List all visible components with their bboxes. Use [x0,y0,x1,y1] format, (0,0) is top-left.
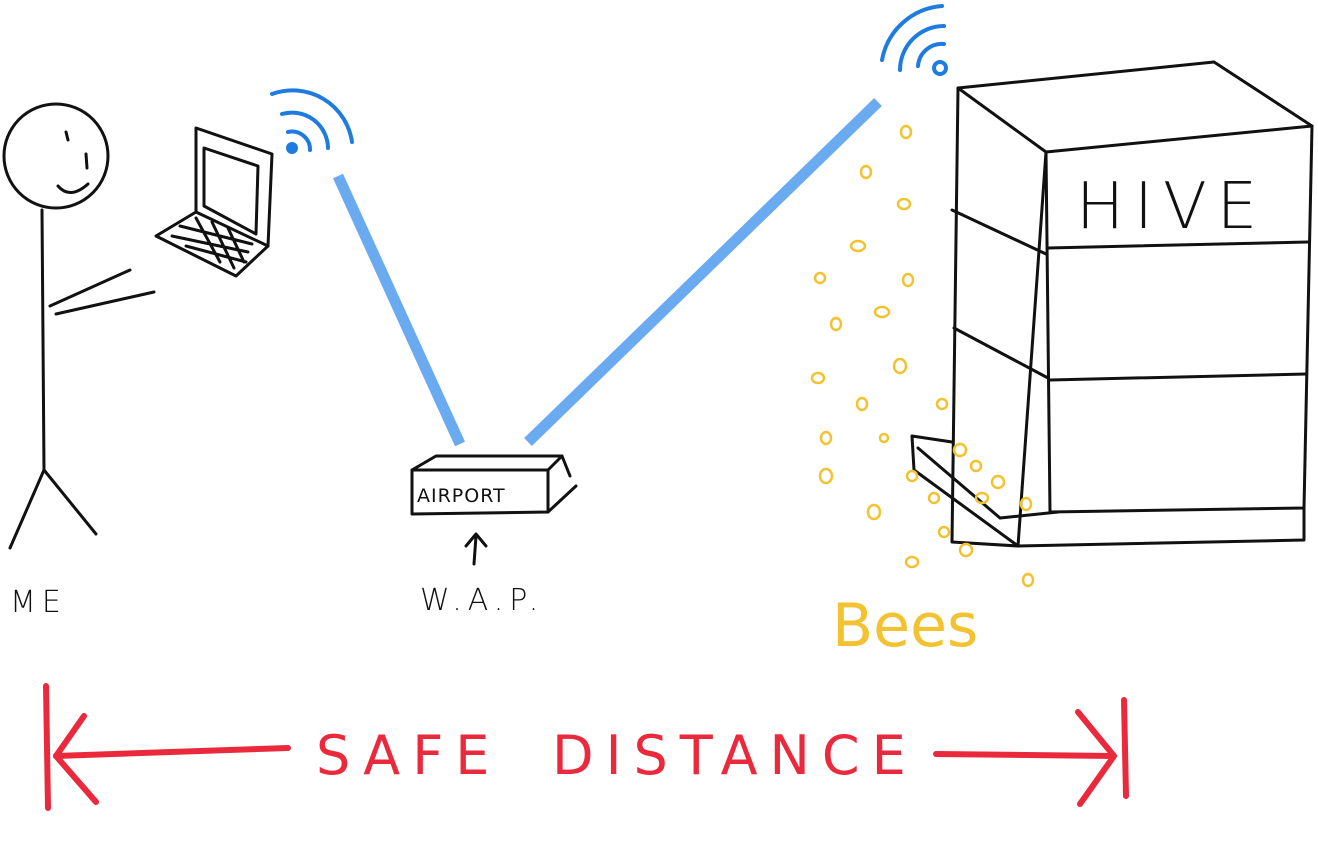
laptop [154,126,274,278]
figure-eyes [64,130,89,170]
laptop-keyboard [170,216,254,270]
figure-smile [56,182,90,194]
up-arrow-icon [464,532,488,566]
hive-box-lines [1046,240,1310,382]
distance-left-arrowhead [53,713,99,805]
airport-base-station: AIRPORT [410,454,578,516]
me-label: ME [10,585,67,620]
signal-beam-laptop [332,173,466,447]
hive-top [956,60,1314,154]
safe-distance-arrow [43,683,1129,811]
stick-figure [2,102,156,550]
distance-right-arrowhead [1075,709,1117,807]
figure-head [2,102,110,210]
hive-front [1044,124,1314,514]
distance-label: DISTANCE [552,724,918,787]
wap-label: W.A.P. [420,583,544,618]
hive-side [950,86,1048,548]
laptop-screen [202,146,260,236]
distance-left-bar [43,683,51,811]
laptop-lid [194,126,274,248]
hive-base [1016,506,1306,548]
hive-label: HIVE [1076,170,1267,244]
distance-left-line [53,745,291,759]
wifi-icon [270,88,354,154]
beehive: HIVE [910,60,1314,548]
bees-label: Bees [832,591,978,661]
figure-arm [48,268,156,316]
distance-right-bar [1121,697,1129,799]
safe-label: SAFE [316,724,501,787]
wifi-icon [880,4,948,76]
hive-landing-board [910,434,1060,548]
hive-side-lines [950,208,1050,380]
signal-beam-hive [524,98,882,446]
laptop-base [154,210,270,278]
bee-swarm [810,124,1035,588]
airport-label: AIRPORT [417,485,506,507]
distance-right-line [933,751,1117,759]
figure-legs [8,468,98,550]
figure-body [40,208,46,472]
